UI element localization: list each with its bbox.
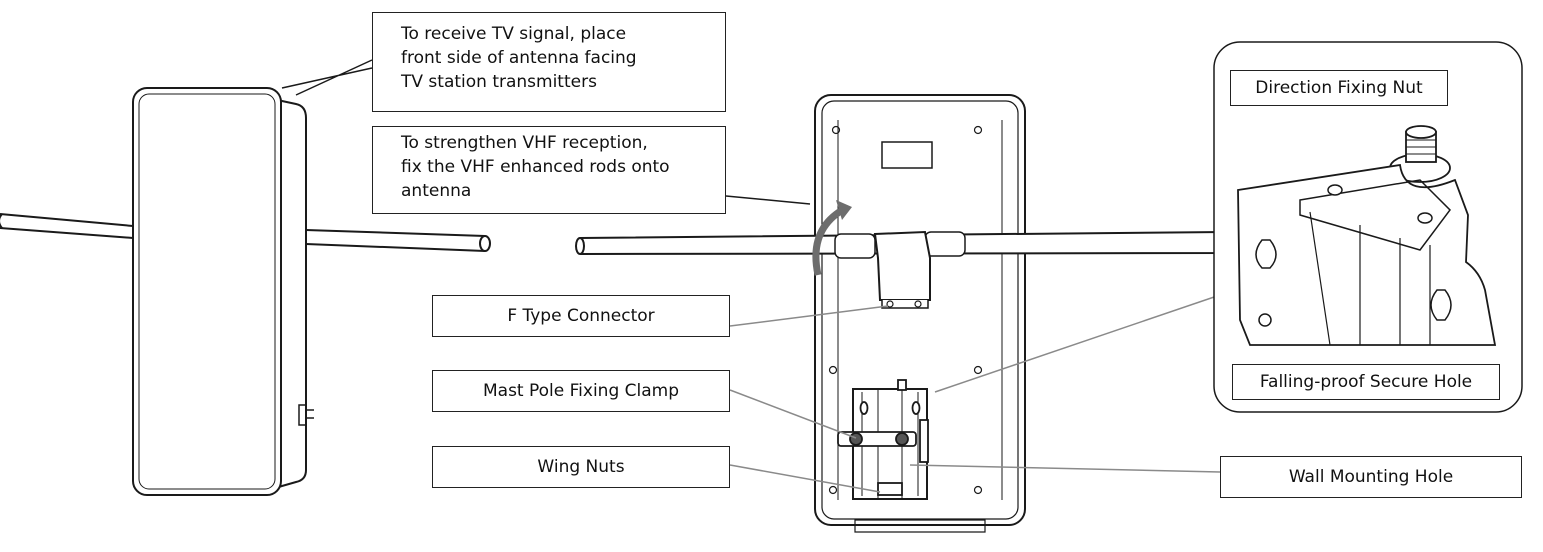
callout-vhf-rods: To strengthen VHF reception, fix the VHF… bbox=[372, 126, 726, 214]
rotation-arrowhead bbox=[836, 200, 852, 220]
front-callout-leader bbox=[281, 59, 373, 96]
antenna-rear-housing bbox=[267, 97, 307, 491]
vhf-rod bbox=[575, 230, 1231, 309]
callout-front-side-line-2: front side of antenna facing bbox=[401, 48, 637, 68]
callout-f-connector: F Type Connector bbox=[432, 295, 730, 337]
callout-front-side-line-3: TV station transmitters bbox=[401, 72, 597, 92]
rotation-arrow bbox=[812, 204, 848, 276]
callout-wing-nuts: Wing Nuts bbox=[432, 446, 730, 488]
callout-vhf-rods-line-1: To strengthen VHF reception, bbox=[401, 133, 648, 153]
detail-secure-hole: Falling-proof Secure Hole bbox=[1232, 364, 1500, 400]
antenna-front-panel bbox=[132, 87, 282, 496]
mounting-bracket bbox=[837, 379, 929, 500]
callout-front-side: To receive TV signal, place front side o… bbox=[372, 12, 726, 112]
callout-front-side-line-1: To receive TV signal, place bbox=[401, 24, 627, 44]
callout-vhf-rods-line-3: antenna bbox=[401, 181, 472, 201]
antenna-front-inner bbox=[138, 93, 276, 490]
detail-direction-nut: Direction Fixing Nut bbox=[1230, 70, 1448, 106]
detail-inset bbox=[1213, 41, 1523, 413]
callout-wall-hole: Wall Mounting Hole bbox=[1220, 456, 1522, 498]
callout-vhf-rods-line-2: fix the VHF enhanced rods onto bbox=[401, 157, 670, 177]
callout-mast-clamp: Mast Pole Fixing Clamp bbox=[432, 370, 730, 412]
antenna-side-view bbox=[0, 87, 491, 496]
